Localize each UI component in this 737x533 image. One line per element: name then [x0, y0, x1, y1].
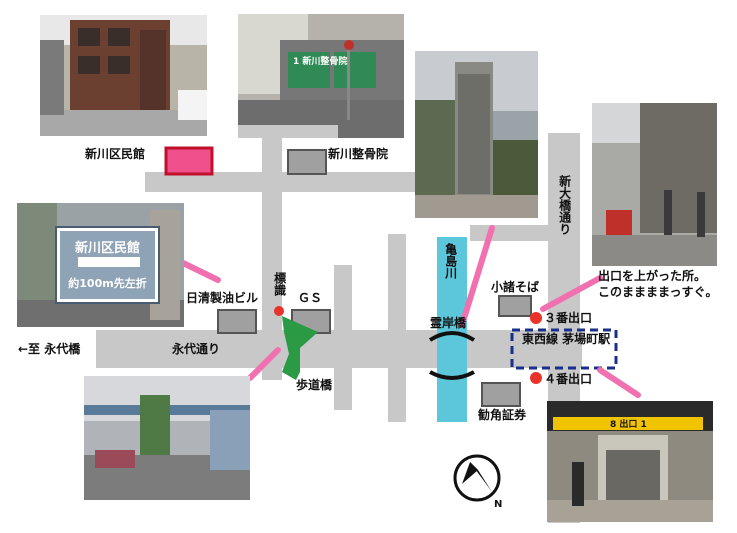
station-sign-text: 8 出口 1	[610, 420, 647, 430]
sign-dot	[274, 306, 284, 316]
kayabacho-station	[510, 328, 618, 370]
seikotsuin-building	[287, 149, 327, 175]
kakumaru-building	[481, 382, 521, 407]
label-north: N	[494, 499, 503, 510]
label-exit-note-1: 出口を上がった所。	[598, 269, 707, 283]
label-to-eitaibashi: ←至 永代橋	[18, 342, 81, 356]
road-sign-distance: 約100m先左折	[68, 277, 147, 290]
kuminkan-marker	[164, 146, 214, 176]
kameshima-river	[437, 237, 467, 422]
exit4-dot	[530, 372, 542, 384]
hodokyo-footbridge	[282, 316, 318, 380]
road-ns-1	[262, 135, 282, 380]
komoro-soba-building	[498, 295, 532, 317]
label-exit3: ３番出口	[544, 311, 593, 325]
road-east-street	[470, 225, 550, 241]
label-kuminkan: 新川区民館	[85, 147, 146, 161]
arrow-icon	[78, 257, 140, 267]
photo-reiganbashi	[415, 51, 538, 218]
label-nisshin: 日清製油ビル	[186, 291, 259, 305]
label-gs: ＧＳ	[298, 291, 323, 305]
label-komoro-soba: 小諸そば	[491, 280, 540, 294]
photo-station	[547, 401, 713, 522]
label-exit-note-2: このままままっすぐ。	[598, 285, 718, 299]
label-hodokyo: 歩道橋	[296, 378, 333, 392]
photo-seikotsuin	[238, 14, 404, 138]
road-sign-name: 新川区民館	[74, 241, 140, 256]
road-north-street	[145, 172, 435, 192]
photo-exit	[592, 103, 717, 266]
nisshin-building	[217, 309, 257, 334]
label-reiganbashi: 霊岸橋	[430, 316, 467, 330]
compass-icon	[453, 454, 501, 502]
exit3-dot	[530, 312, 542, 324]
pointer-lines	[180, 225, 641, 398]
label-shin-ohashi-dori: 新大橋通り	[557, 175, 572, 235]
road-ns-3	[388, 234, 406, 422]
label-seikotsuin: 新川整骨院	[328, 147, 389, 161]
label-eitai-dori: 永代通り	[172, 342, 221, 356]
photo-footbridge	[84, 376, 250, 500]
label-hyoshiki: 標識	[272, 272, 287, 296]
label-kameshimagawa: 亀島川	[443, 243, 458, 279]
road-sign-board: 新川区民館 約100m先左折	[57, 228, 158, 302]
label-station: 東西線 茅場町駅	[522, 332, 611, 346]
label-kakumaru: 勧角証券	[478, 408, 527, 422]
reigan-bridge-top	[428, 331, 476, 342]
photo-kuminkan	[40, 15, 207, 136]
clinic-sign-text: 1 新川整骨院	[293, 57, 348, 67]
reigan-bridge-bottom	[429, 370, 475, 380]
road-ns-2	[334, 265, 352, 410]
label-exit4: ４番出口	[544, 372, 593, 386]
